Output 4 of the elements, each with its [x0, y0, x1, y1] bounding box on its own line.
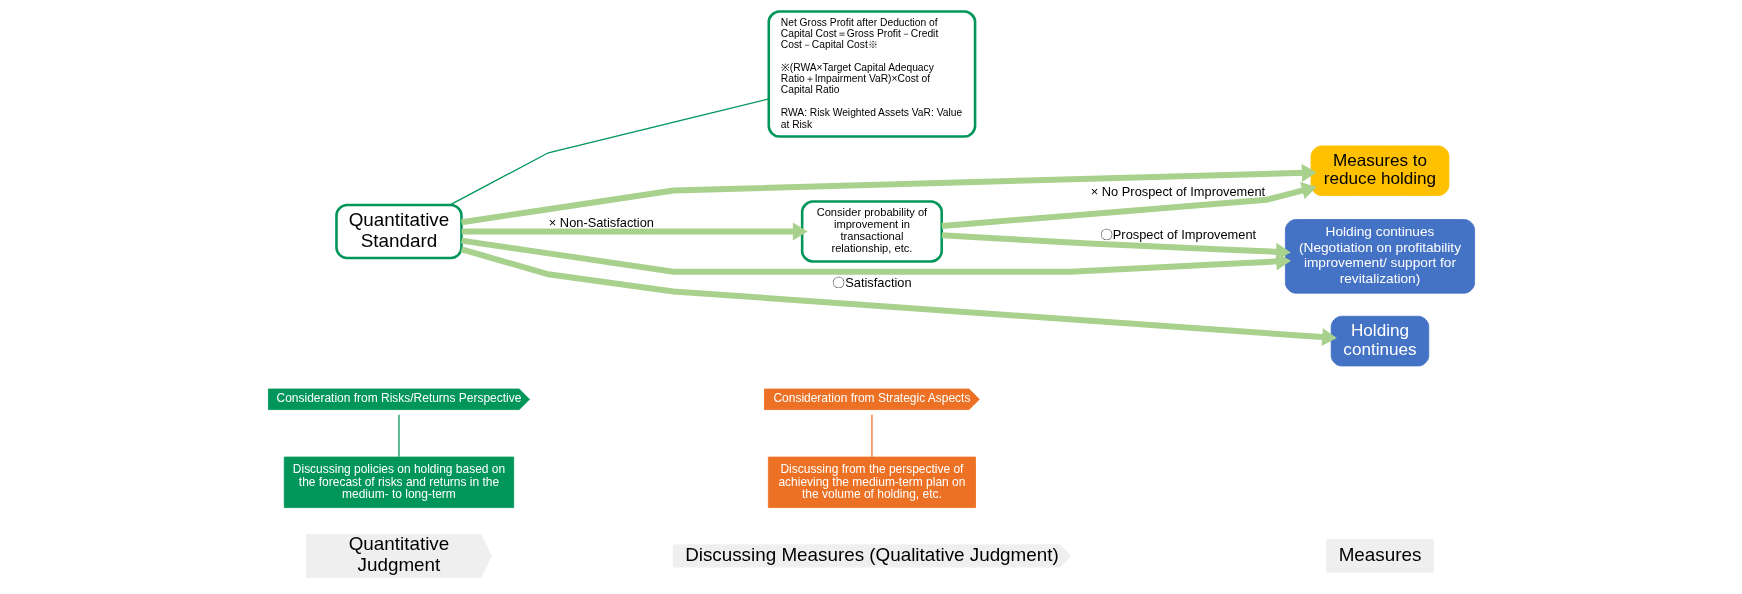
edge-label: 〇Prospect of Improvement — [1099, 227, 1256, 243]
edge-label: 〇Satisfaction — [831, 275, 912, 291]
edge-label: × No Prospect of Improvement — [1090, 183, 1265, 199]
edge-label: × Non-Satisfaction — [548, 215, 654, 231]
